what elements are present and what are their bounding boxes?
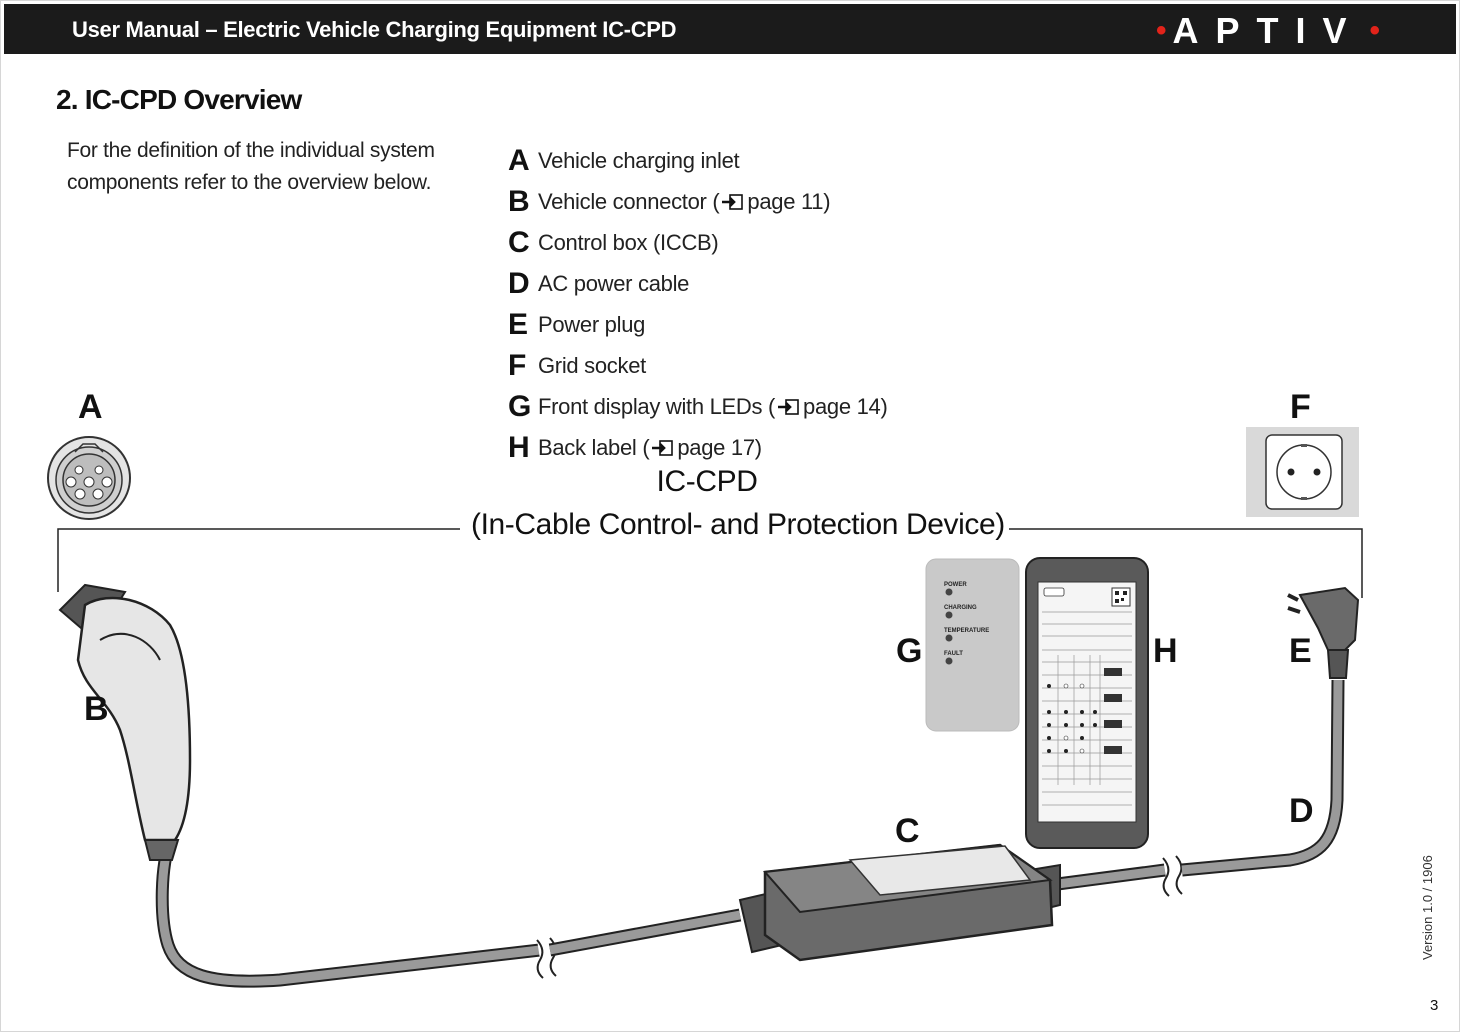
header-title: User Manual – Electric Vehicle Charging … <box>72 17 677 42</box>
display-label-fault: FAULT <box>944 651 963 657</box>
legend-text: Grid socket <box>538 352 646 378</box>
callout-b: B <box>84 690 109 728</box>
diagram-title: IC-CPD <box>656 465 758 498</box>
legend-item: A Vehicle charging inlet <box>508 140 887 181</box>
legend-item: H Back label ( page 17) <box>508 427 887 468</box>
legend-letter: A <box>508 143 530 177</box>
page-number: 3 <box>1430 997 1439 1014</box>
legend-text: Vehicle connector ( <box>538 188 720 214</box>
callout-e: E <box>1289 632 1312 670</box>
vehicle-connector-illustration <box>58 583 541 988</box>
logo-dot-left: • <box>1155 14 1167 47</box>
legend-text: Control box (ICCB) <box>538 229 719 255</box>
legend-letter: H <box>508 430 530 464</box>
legend-item: E Power plug <box>508 304 887 345</box>
page-reference-text: page 17) <box>677 434 762 460</box>
legend-item: F Grid socket <box>508 345 887 386</box>
component-legend: A Vehicle charging inlet B Vehicle conne… <box>508 140 888 468</box>
legend-text: Power plug <box>538 311 646 337</box>
callout-a: A <box>78 388 103 426</box>
page-reference-link[interactable]: page 14) <box>775 393 888 420</box>
page-reference-text: page 14) <box>803 393 888 419</box>
display-label-temperature: TEMPERATURE <box>944 628 989 634</box>
cable-break-icon <box>1162 855 1183 897</box>
bracket-line <box>57 528 1363 598</box>
page-reference-arrow-icon <box>778 398 799 415</box>
logo-text: APTIV <box>1172 10 1364 51</box>
legend-text: Back label ( <box>538 434 650 460</box>
display-label-charging: CHARGING <box>944 605 977 611</box>
callout-c: C <box>895 812 920 850</box>
intro-text: For the definition of the individual sys… <box>67 139 435 194</box>
aptiv-logo: • APTIV • <box>1150 10 1386 52</box>
callout-d: D <box>1289 792 1314 830</box>
callout-f: F <box>1290 388 1311 426</box>
power-plug-illustration <box>1181 586 1360 877</box>
section-title: 2. IC-CPD Overview <box>56 84 302 115</box>
callout-h: H <box>1153 632 1178 670</box>
legend-letter: C <box>508 225 530 259</box>
vehicle-charging-inlet-icon <box>47 436 131 520</box>
display-label-power: POWER <box>944 582 967 588</box>
legend-text: Vehicle charging inlet <box>538 147 740 173</box>
legend-letter: B <box>508 184 530 218</box>
page-reference-link[interactable]: page 11) <box>719 188 831 215</box>
legend-letter: F <box>508 348 527 382</box>
logo-dot-right: • <box>1369 14 1380 47</box>
page-reference-arrow-icon <box>722 193 744 210</box>
page-reference-arrow-icon <box>652 439 674 456</box>
callout-g: G <box>896 632 923 670</box>
diagram-subtitle: (In-Cable Control- and Protection Device… <box>467 508 1009 542</box>
legend-letter: D <box>508 266 530 300</box>
page-header: User Manual – Electric Vehicle Charging … <box>4 4 1456 54</box>
legend-item: G Front display with LEDs ( page 14) <box>508 386 888 427</box>
version-label: Version 1.0 / 1906 <box>1420 855 1435 960</box>
page-reference-text: page 11) <box>747 188 831 214</box>
legend-item: D AC power cable <box>508 263 887 304</box>
control-box-illustration <box>548 843 1166 962</box>
page-reference-link[interactable]: page 17) <box>649 434 762 461</box>
front-display-illustration: POWER CHARGING TEMPERATURE FAULT <box>925 558 1020 732</box>
legend-item: B Vehicle connector ( page 11) <box>508 181 887 222</box>
legend-letter: G <box>508 389 532 423</box>
legend-text: Front display with LEDs ( <box>538 393 776 419</box>
grid-socket-icon <box>1246 427 1359 517</box>
back-label-illustration <box>1025 557 1149 849</box>
legend-text: AC power cable <box>538 270 690 296</box>
legend-letter: E <box>508 307 528 341</box>
legend-item: C Control box (ICCB) <box>508 222 887 263</box>
